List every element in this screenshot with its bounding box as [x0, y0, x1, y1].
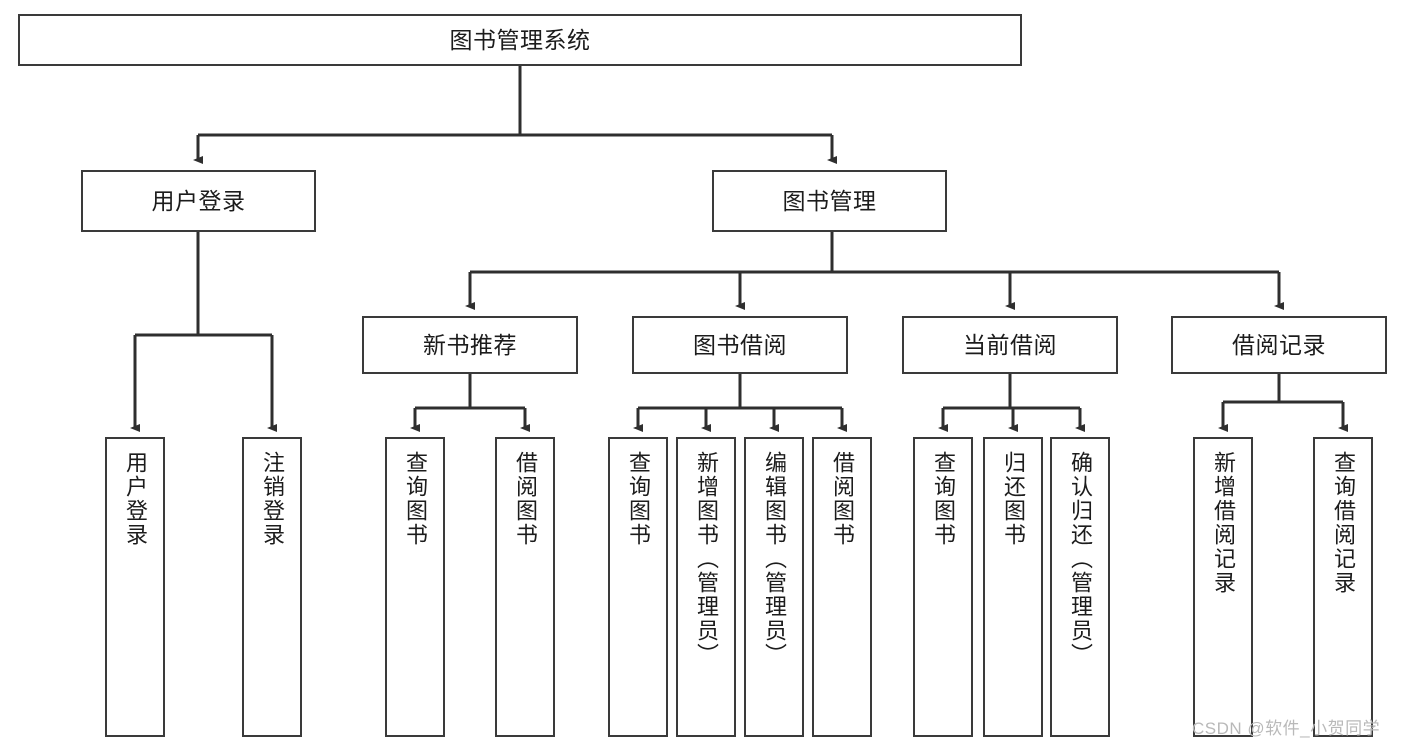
leaf-book-borrow-add[interactable]: 新增图书（管理员）	[676, 437, 736, 737]
node-label: 借阅图书	[829, 451, 855, 547]
node-label: 归还图书	[1000, 451, 1026, 547]
node-label: 图书管理系统	[449, 26, 591, 53]
node-label: 编辑图书（管理员）	[761, 451, 787, 667]
node-label: 查询图书	[625, 451, 651, 547]
node-label: 图书管理	[782, 187, 877, 214]
node-label: 新增图书（管理员）	[693, 451, 719, 667]
node-label: 查询借阅记录	[1330, 451, 1356, 595]
leaf-borrow-record-query[interactable]: 查询借阅记录	[1313, 437, 1373, 737]
leaf-user-login-login[interactable]: 用户登录	[105, 437, 165, 737]
node-user-login[interactable]: 用户登录	[81, 170, 316, 232]
leaf-new-book-borrow[interactable]: 借阅图书	[495, 437, 555, 737]
node-label: 查询图书	[402, 451, 428, 547]
node-borrow-record[interactable]: 借阅记录	[1171, 316, 1387, 374]
leaf-new-book-query[interactable]: 查询图书	[385, 437, 445, 737]
leaf-book-borrow-borrow[interactable]: 借阅图书	[812, 437, 872, 737]
leaf-current-borrow-confirm-return[interactable]: 确认归还（管理员）	[1050, 437, 1110, 737]
leaf-user-login-logout[interactable]: 注销登录	[242, 437, 302, 737]
node-label: 新增借阅记录	[1210, 451, 1236, 595]
node-label: 确认归还（管理员）	[1067, 451, 1093, 667]
csdn-watermark: CSDN @软件_小贺同学	[1192, 719, 1381, 738]
node-label: 用户登录	[122, 451, 148, 547]
node-label: 用户登录	[151, 187, 246, 214]
leaf-book-borrow-edit[interactable]: 编辑图书（管理员）	[744, 437, 804, 737]
node-label: 借阅图书	[512, 451, 538, 547]
leaf-current-borrow-return[interactable]: 归还图书	[983, 437, 1043, 737]
leaf-borrow-record-add[interactable]: 新增借阅记录	[1193, 437, 1253, 737]
node-new-book-recommend[interactable]: 新书推荐	[362, 316, 578, 374]
node-root-book-management-system[interactable]: 图书管理系统	[18, 14, 1022, 66]
node-label: 借阅记录	[1232, 331, 1326, 358]
node-book-borrow[interactable]: 图书借阅	[632, 316, 848, 374]
leaf-book-borrow-query[interactable]: 查询图书	[608, 437, 668, 737]
node-label: 新书推荐	[423, 331, 517, 358]
node-book-management[interactable]: 图书管理	[712, 170, 947, 232]
leaf-current-borrow-query[interactable]: 查询图书	[913, 437, 973, 737]
node-label: 图书借阅	[693, 331, 787, 358]
node-current-borrow[interactable]: 当前借阅	[902, 316, 1118, 374]
node-label: 当前借阅	[963, 331, 1057, 358]
node-label: 查询图书	[930, 451, 956, 547]
node-label: 注销登录	[259, 451, 285, 547]
